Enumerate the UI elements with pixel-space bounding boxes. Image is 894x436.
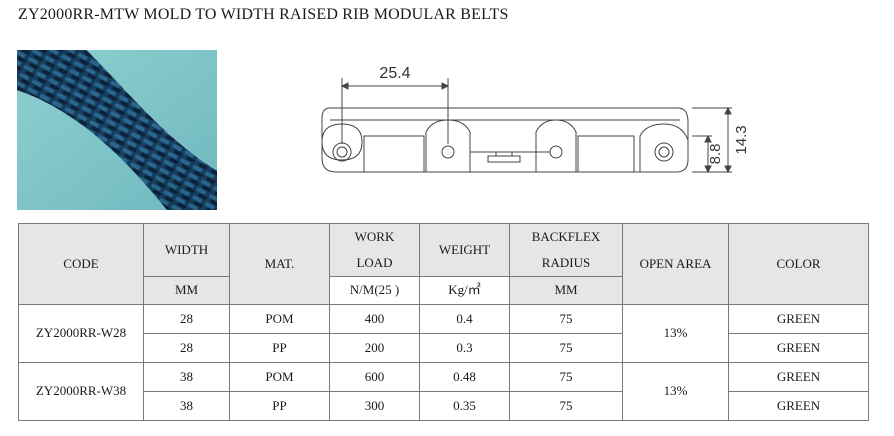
belt-profile-drawing: 25.4 14.3 8.8 bbox=[321, 65, 750, 174]
cell-weight: 0.35 bbox=[419, 391, 510, 421]
page-title: ZY2000RR-MTW MOLD TO WIDTH RAISED RIB MO… bbox=[18, 6, 509, 23]
header-work-load: WORK LOAD bbox=[329, 223, 420, 277]
pitch-dimension-label: 25.4 bbox=[379, 65, 410, 82]
header-material: MAT. bbox=[229, 223, 330, 305]
cell-material: POM bbox=[229, 304, 330, 334]
cell-width: 38 bbox=[143, 391, 230, 421]
cell-backflex-radius: 75 bbox=[509, 304, 623, 334]
cell-open-area: 13% bbox=[622, 362, 729, 421]
cell-open-area: 13% bbox=[622, 304, 729, 363]
cell-work-load: 600 bbox=[329, 362, 420, 392]
table-row: 38 PP 300 0.35 75 GREEN bbox=[19, 391, 869, 421]
cell-weight: 0.48 bbox=[419, 362, 510, 392]
unit-backflex: MM bbox=[509, 276, 623, 305]
cell-color: GREEN bbox=[728, 333, 869, 363]
header-width: WIDTH bbox=[143, 223, 230, 277]
header-weight: WEIGHT bbox=[419, 223, 510, 277]
table-row: ZY2000RR-W28 28 POM 400 0.4 75 13% GREEN bbox=[18, 304, 869, 363]
cell-color: GREEN bbox=[728, 391, 869, 421]
header-color: COLOR bbox=[728, 223, 869, 305]
cell-backflex-radius: 75 bbox=[509, 362, 623, 392]
header-work-load-line1: WORK bbox=[354, 229, 395, 244]
cell-color: GREEN bbox=[728, 362, 869, 392]
cell-work-load: 200 bbox=[329, 333, 420, 363]
header-open-area: OPEN AREA bbox=[622, 223, 729, 305]
header-backflex-line2: RADIUS bbox=[541, 255, 591, 270]
cell-weight: 0.3 bbox=[419, 333, 510, 363]
cell-material: PP bbox=[229, 391, 330, 421]
height-dimension-label: 14.3 bbox=[733, 125, 750, 154]
cell-material: POM bbox=[229, 362, 330, 392]
inner-height-dimension-label: 8.8 bbox=[707, 144, 724, 165]
cell-work-load: 400 bbox=[329, 304, 420, 334]
cell-color: GREEN bbox=[728, 304, 869, 334]
cell-width: 28 bbox=[143, 304, 230, 334]
cell-work-load: 300 bbox=[329, 391, 420, 421]
header-backflex-line1: BACKFLEX bbox=[531, 229, 601, 244]
cell-material: PP bbox=[229, 333, 330, 363]
cell-code: ZY2000RR-W38 bbox=[18, 362, 144, 421]
cell-width: 28 bbox=[143, 333, 230, 363]
cell-width: 38 bbox=[143, 362, 230, 392]
header-work-load-line2: LOAD bbox=[356, 255, 393, 270]
unit-width: MM bbox=[143, 276, 230, 305]
belt-photo bbox=[17, 50, 217, 210]
cell-code: ZY2000RR-W28 bbox=[18, 304, 144, 363]
unit-work-load: N/M(25 ) bbox=[329, 276, 420, 305]
header-code: CODE bbox=[18, 223, 144, 305]
cell-backflex-radius: 75 bbox=[509, 391, 623, 421]
unit-weight: Kg/㎡ bbox=[419, 276, 510, 305]
table-row: 28 PP 200 0.3 75 GREEN bbox=[19, 333, 869, 363]
specification-table: CODE WIDTH MAT. WORK LOAD WEIGHT BACKFLE… bbox=[18, 223, 869, 421]
header-backflex-radius: BACKFLEX RADIUS bbox=[509, 223, 623, 277]
cell-weight: 0.4 bbox=[419, 304, 510, 334]
cell-backflex-radius: 75 bbox=[509, 333, 623, 363]
table-row: ZY2000RR-W38 38 POM 600 0.48 75 13% GREE… bbox=[18, 362, 869, 421]
